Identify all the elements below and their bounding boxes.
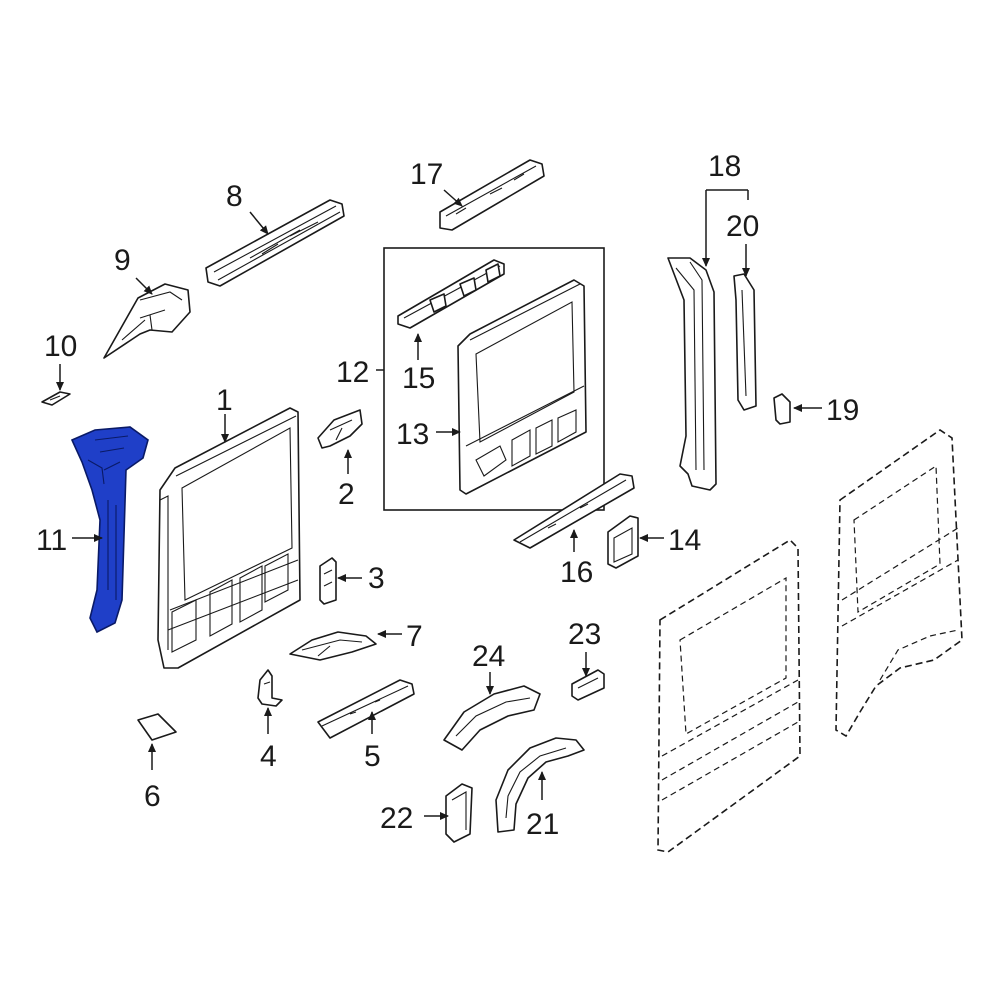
callout-10: 10 xyxy=(44,330,77,363)
part-18-pillar[interactable] xyxy=(667,257,717,491)
part-16-rail[interactable] xyxy=(513,473,635,549)
part-17-header[interactable] xyxy=(439,159,545,231)
part-3-bracket[interactable] xyxy=(319,557,337,605)
part-20-strip[interactable] xyxy=(733,273,757,411)
part-22-bracket[interactable] xyxy=(445,783,473,843)
callout-18: 18 xyxy=(708,150,741,183)
part-14-bracket[interactable] xyxy=(607,515,639,569)
callout-3: 3 xyxy=(368,562,385,595)
callout-9: 9 xyxy=(114,244,131,277)
callout-23: 23 xyxy=(568,618,601,651)
part-9-bracket[interactable] xyxy=(103,283,191,359)
part-11-pillar[interactable] xyxy=(70,426,149,634)
callout-1: 1 xyxy=(216,384,233,417)
callout-19: 19 xyxy=(826,394,859,427)
callout-17: 17 xyxy=(410,158,443,191)
part-15-bar[interactable] xyxy=(397,259,505,329)
callout-16: 16 xyxy=(560,556,593,589)
ghost-body-middle xyxy=(657,538,801,853)
part-21-wheelhouse[interactable] xyxy=(495,737,585,833)
callout-5: 5 xyxy=(364,740,381,773)
callout-20: 20 xyxy=(726,210,759,243)
part-10-clip[interactable] xyxy=(41,391,71,406)
callout-8: 8 xyxy=(226,180,243,213)
part-7-brace[interactable] xyxy=(289,631,377,661)
callout-labels: 1 2 3 4 5 6 7 8 9 10 11 12 13 14 15 16 1… xyxy=(36,150,859,841)
leader-lines xyxy=(56,189,822,820)
part-5-crossmember[interactable] xyxy=(317,679,415,739)
part-23-bracket[interactable] xyxy=(571,669,605,701)
callout-4: 4 xyxy=(260,740,277,773)
callout-7: 7 xyxy=(406,620,423,653)
part-4-bracket[interactable] xyxy=(257,669,283,707)
callout-11: 11 xyxy=(36,524,67,557)
callout-2: 2 xyxy=(338,478,355,511)
ghost-body-rear xyxy=(835,429,963,738)
part-8-rail[interactable] xyxy=(205,199,345,287)
group-12-box xyxy=(383,247,605,511)
callout-24: 24 xyxy=(472,640,505,673)
part-13-rear-panel[interactable] xyxy=(457,279,587,495)
callout-21: 21 xyxy=(526,808,559,841)
callout-14: 14 xyxy=(668,524,701,557)
part-2-bracket[interactable] xyxy=(317,409,363,449)
callout-22: 22 xyxy=(380,802,413,835)
callout-6: 6 xyxy=(144,780,161,813)
callout-12: 12 xyxy=(336,356,369,389)
part-6-plate[interactable] xyxy=(137,713,177,741)
part-1-side-panel[interactable] xyxy=(157,407,301,669)
callout-13: 13 xyxy=(396,418,429,451)
part-24-arch[interactable] xyxy=(443,685,541,751)
callout-15: 15 xyxy=(402,362,435,395)
part-19-clip[interactable] xyxy=(773,393,791,425)
